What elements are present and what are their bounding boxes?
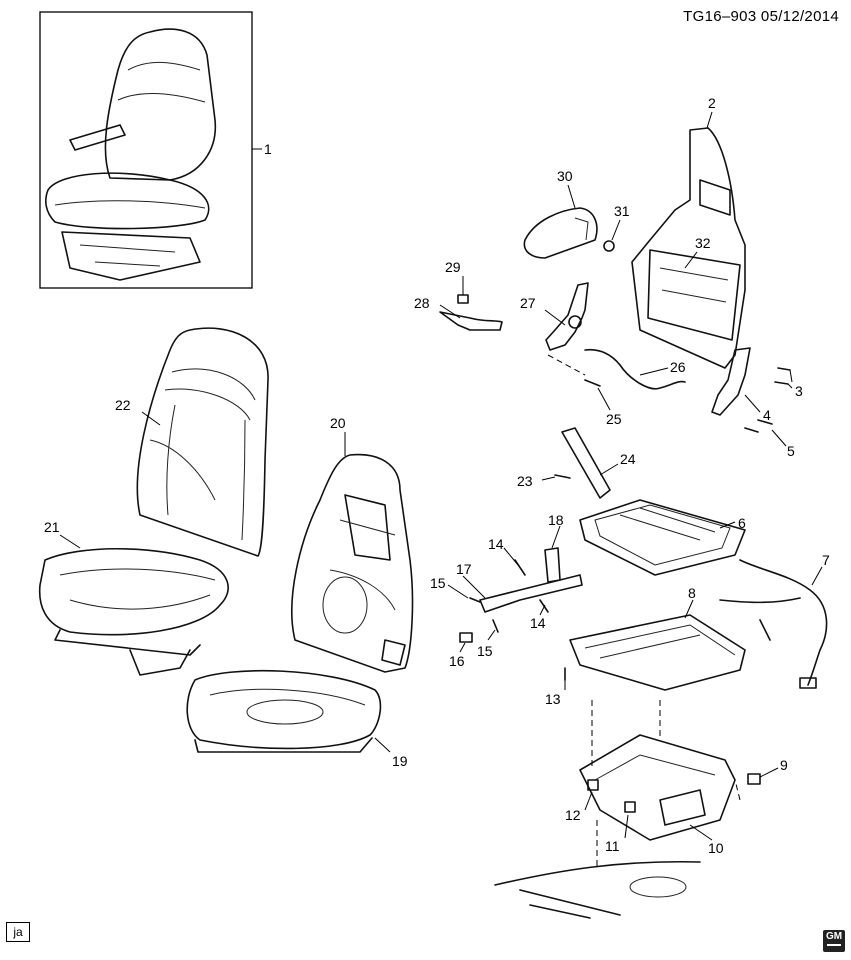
part-7-harness — [719, 559, 828, 686]
part-21-cushion-cover — [38, 548, 229, 676]
callout-26: 26 — [670, 359, 686, 375]
callout-9: 9 — [780, 757, 788, 773]
callout-31: 31 — [614, 203, 630, 219]
callout-32: 32 — [695, 235, 711, 251]
callout-27: 27 — [520, 295, 536, 311]
part-24-lever — [561, 427, 611, 499]
callout-15b: 15 — [477, 643, 493, 659]
callout-14b: 14 — [530, 615, 546, 631]
part-18-bracket — [544, 547, 561, 583]
part-2-seatback-frame — [631, 127, 746, 369]
callout-2: 2 — [708, 95, 716, 111]
callout-28: 28 — [414, 295, 430, 311]
callout-13: 13 — [545, 691, 561, 707]
callout-5: 5 — [787, 443, 795, 459]
callout-24: 24 — [620, 451, 636, 467]
callout-14a: 14 — [488, 536, 504, 552]
callout-29: 29 — [445, 259, 461, 275]
callout-7: 7 — [822, 552, 830, 568]
floor-pan — [494, 860, 701, 919]
part-6-cushion-frame — [579, 499, 746, 576]
callout-17: 17 — [456, 561, 472, 577]
part-10-seat-riser — [579, 734, 736, 841]
callout-22: 22 — [115, 397, 131, 413]
part-22-seatback-cover — [136, 327, 269, 557]
callout-12: 12 — [565, 807, 581, 823]
callout-4: 4 — [763, 407, 771, 423]
callout-3: 3 — [795, 383, 803, 399]
part-28-handle — [439, 311, 503, 331]
callout-8: 8 — [688, 585, 696, 601]
callout-16: 16 — [449, 653, 465, 669]
inset-complete-seat — [39, 11, 253, 289]
part-17-rail — [479, 574, 583, 613]
part-30-armrest — [523, 207, 598, 259]
artist-tag: ja — [6, 922, 30, 942]
callout-labels: 1 2 3 4 5 6 7 8 9 10 11 12 13 14 14 15 1… — [44, 95, 830, 856]
callout-23: 23 — [517, 473, 533, 489]
callout-1: 1 — [264, 141, 272, 157]
callout-11: 11 — [605, 838, 620, 854]
part-19-cushion-pad — [186, 669, 382, 753]
part-20-seatback-pad — [291, 453, 414, 673]
part-26-cable — [584, 348, 686, 390]
callout-15a: 15 — [430, 575, 446, 591]
callout-21: 21 — [44, 519, 60, 535]
callout-30: 30 — [557, 168, 573, 184]
gm-logo: GM — [823, 930, 845, 952]
callout-19: 19 — [392, 753, 408, 769]
callout-10: 10 — [708, 840, 724, 856]
part-27-recliner-bracket — [545, 282, 589, 351]
gm-logo-text: GM — [825, 931, 843, 942]
callout-25: 25 — [606, 411, 622, 427]
part-8-seat-adjuster — [569, 614, 746, 691]
callout-18: 18 — [548, 512, 564, 528]
part-4-bracket — [711, 347, 751, 416]
callout-20: 20 — [330, 415, 346, 431]
document-id: TG16–903 05/12/2014 — [683, 8, 839, 25]
callout-6: 6 — [738, 515, 746, 531]
